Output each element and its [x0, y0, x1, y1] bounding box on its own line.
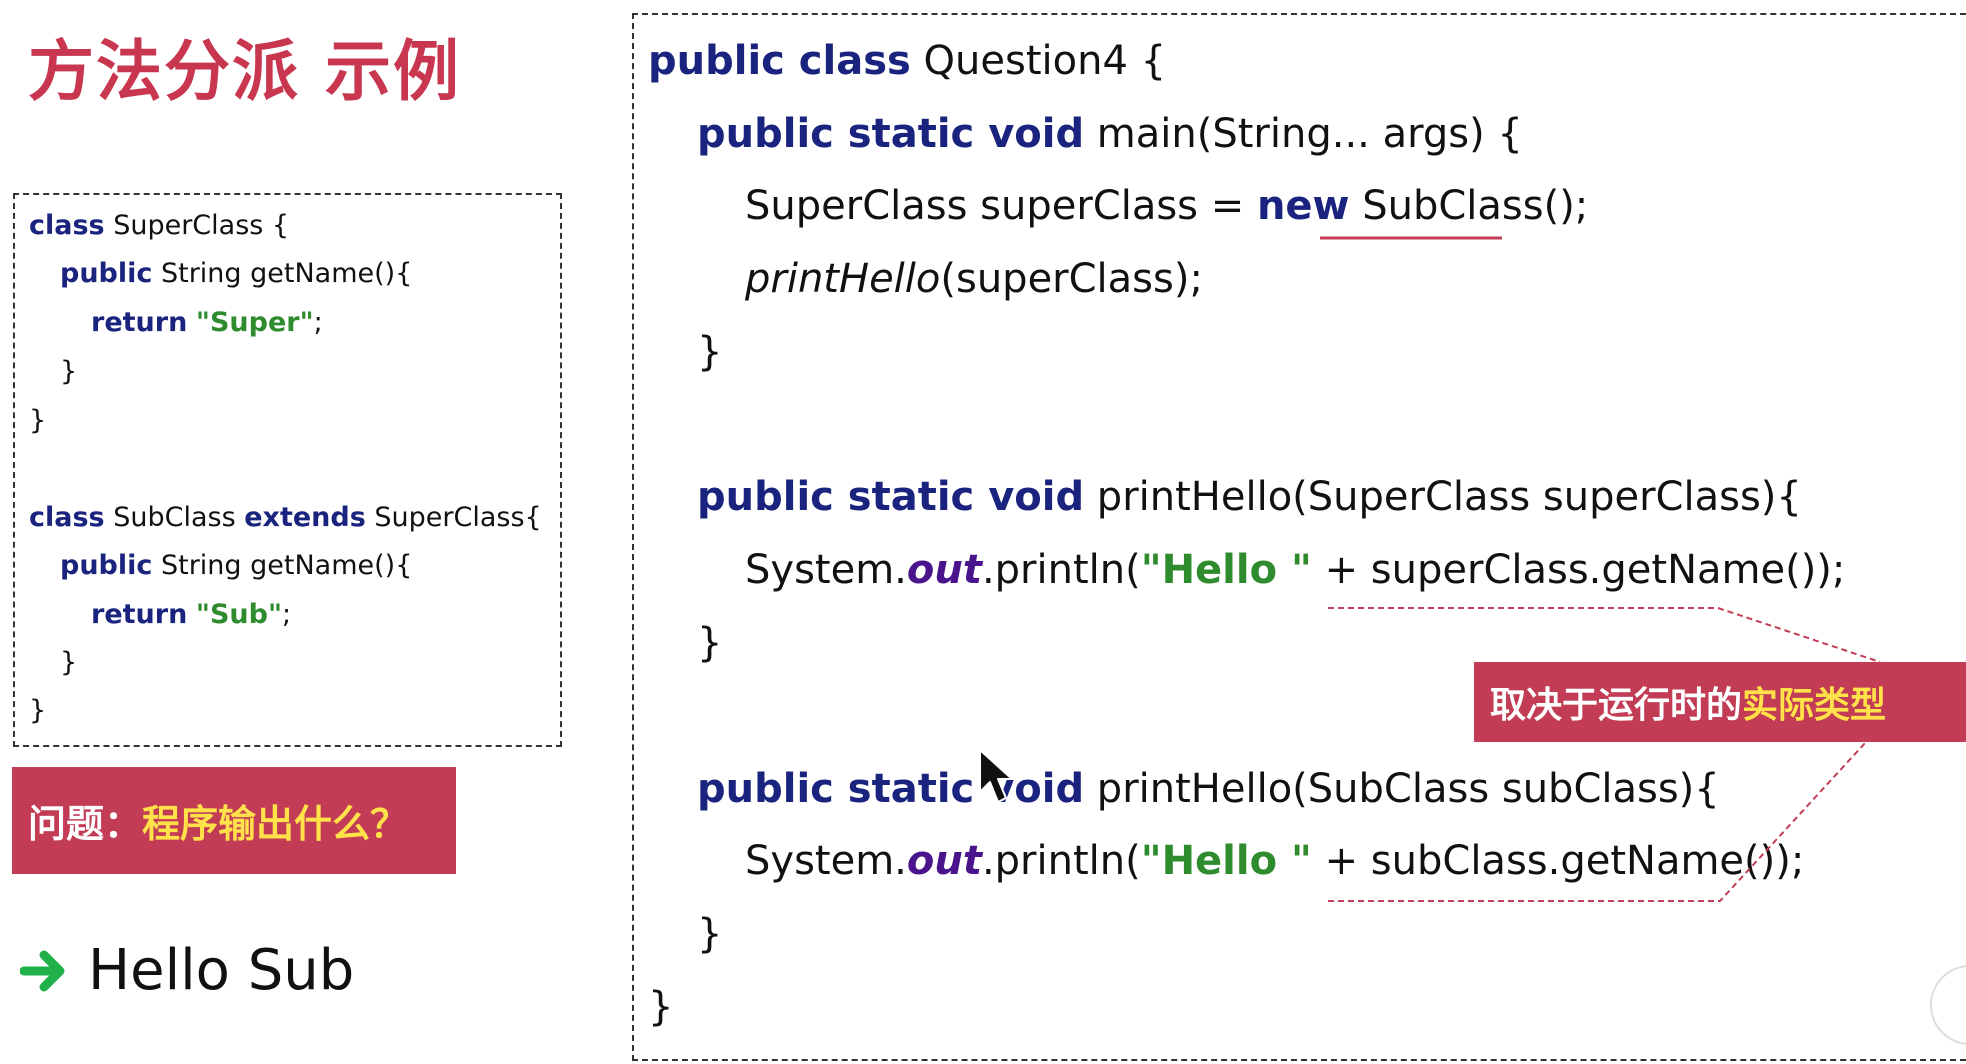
- code-line: class SuperClass {: [29, 210, 290, 241]
- mouse-pointer-icon: [979, 749, 1013, 803]
- code-line: return "Sub";: [91, 599, 292, 630]
- right-arrow-icon: [20, 950, 65, 991]
- code-line: }: [60, 356, 78, 387]
- slide-title: 方法分派 示例: [28, 33, 461, 110]
- answer-text: Hello Sub: [88, 938, 355, 1003]
- answer: Hello Sub: [20, 938, 354, 1003]
- note-prefix: 取决于运行时的: [1490, 685, 1743, 726]
- code-line: }: [60, 647, 78, 678]
- code-line: System.out.println("Hello " + subClass.g…: [745, 838, 1805, 884]
- code-line: System.out.println("Hello " + superClass…: [745, 547, 1846, 593]
- question-banner: 问题：程序输出什么？: [12, 767, 456, 874]
- code-line: public static void printHello(SuperClass…: [697, 474, 1802, 520]
- code-line: public String getName(){: [60, 550, 413, 581]
- code-line: public static void main(String... args) …: [697, 111, 1523, 157]
- code-line: SuperClass superClass = new SubClass();: [745, 183, 1589, 229]
- question-highlight: 程序输出什么？: [142, 802, 409, 846]
- code-line: }: [648, 984, 674, 1030]
- main-code-box: [632, 13, 1966, 1061]
- class-definitions-box: [13, 193, 562, 747]
- code-line: }: [697, 329, 723, 375]
- code-line: class SubClass extends SuperClass{: [29, 502, 542, 533]
- code-line: }: [697, 620, 723, 666]
- note-highlight: 实际类型: [1742, 685, 1887, 726]
- code-line: }: [29, 695, 47, 726]
- code-line: }: [29, 405, 47, 436]
- code-line: public static void printHello(SubClass s…: [697, 766, 1720, 812]
- question-prefix: 问题：: [28, 802, 143, 846]
- code-line: public String getName(){: [60, 258, 413, 289]
- code-line: printHello(superClass);: [745, 256, 1203, 302]
- runtime-type-note: 取决于运行时的实际类型: [1474, 662, 1966, 742]
- code-line: }: [697, 911, 723, 957]
- code-line: public class Question4 {: [648, 38, 1167, 84]
- code-line: return "Super";: [91, 307, 323, 338]
